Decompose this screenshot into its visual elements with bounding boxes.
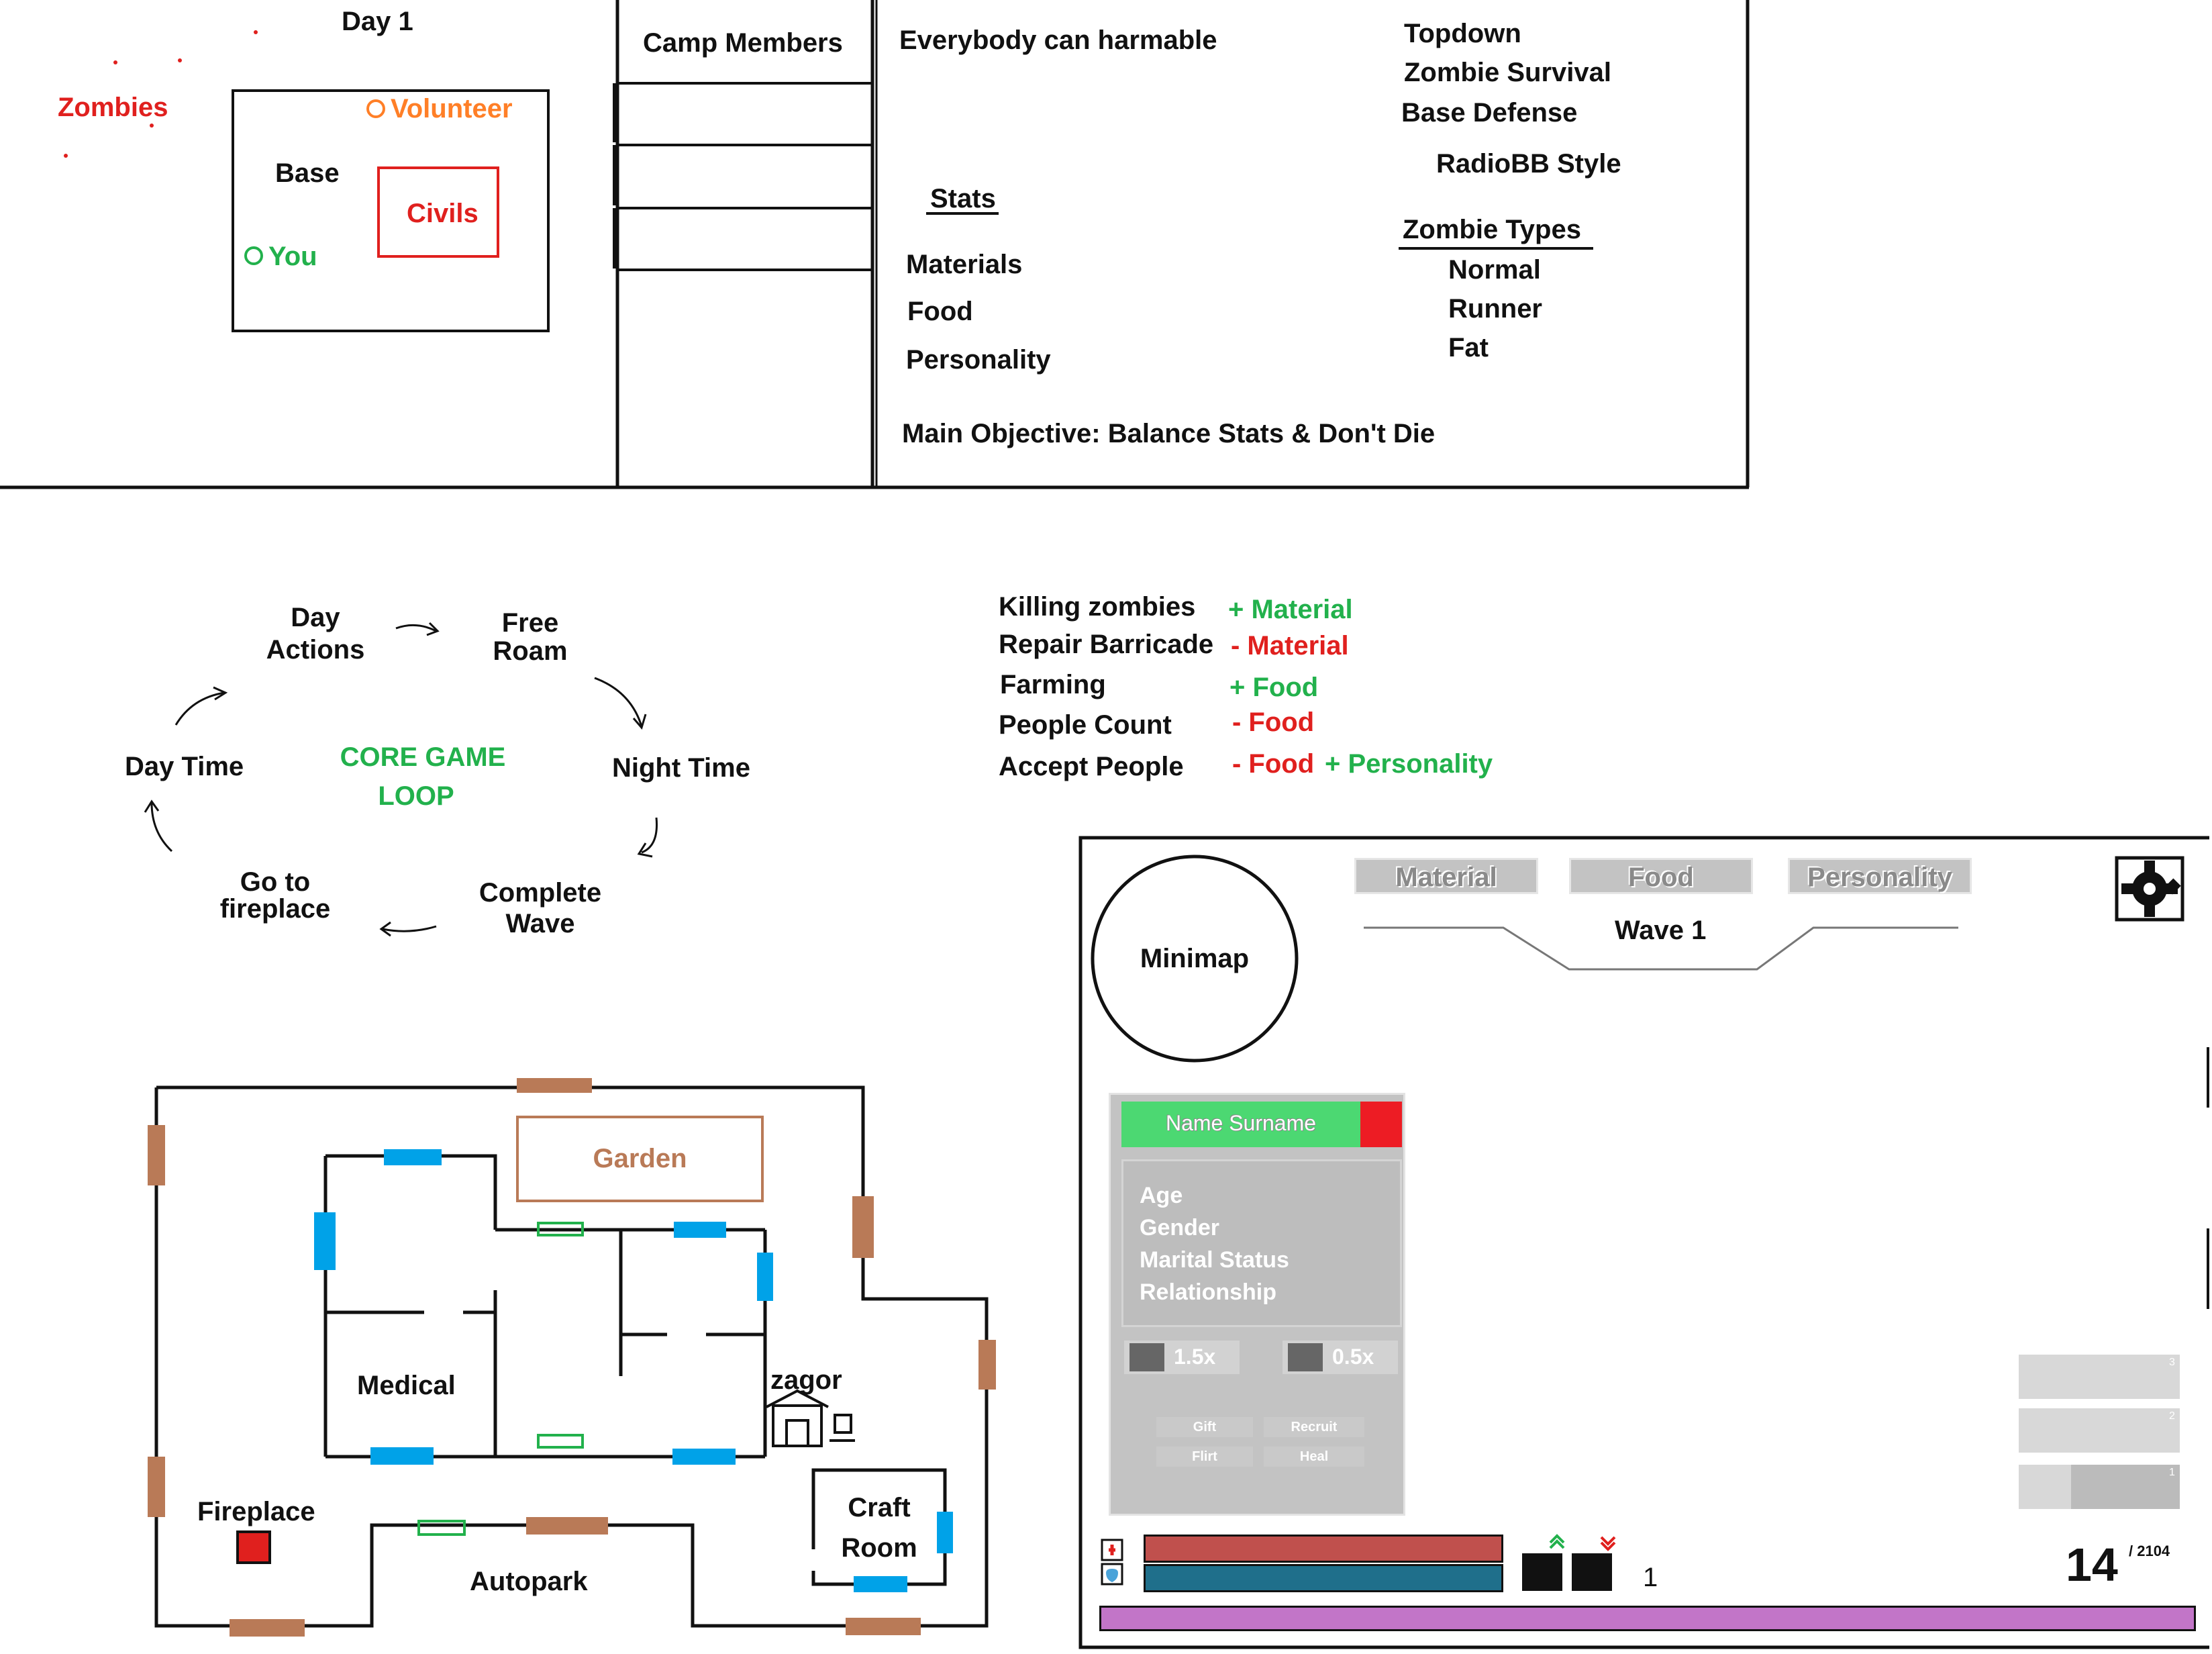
person-name: Name Surname bbox=[1165, 1111, 1317, 1135]
complete-wave-line2: Wave bbox=[505, 909, 575, 938]
stat-tab-food-label: Food bbox=[1628, 863, 1694, 892]
shield-bar bbox=[1144, 1564, 1503, 1592]
econ-effect: + Material bbox=[1228, 595, 1353, 624]
buff-icon bbox=[1522, 1553, 1562, 1591]
weapon-slot-pistol[interactable]: 1 bbox=[2019, 1465, 2180, 1509]
night-time-label: Night Time bbox=[612, 753, 750, 783]
weapon-slot-number: 2 bbox=[2169, 1410, 2175, 1422]
civils-label: Civils bbox=[407, 199, 479, 228]
fireplace-label: Fireplace bbox=[197, 1497, 315, 1526]
zombie-type-normal: Normal bbox=[1448, 255, 1541, 285]
stat-materials: Materials bbox=[906, 250, 1023, 279]
craft-room-line1: Craft bbox=[848, 1493, 911, 1522]
go-fireplace-line2: fireplace bbox=[219, 894, 331, 924]
genre-topdown: Topdown bbox=[1404, 19, 1521, 48]
multiplier-up-value: 1.5x bbox=[1174, 1345, 1216, 1369]
loop-center-line1: CORE GAME bbox=[340, 742, 506, 772]
day-time-label: Day Time bbox=[125, 752, 244, 781]
free-roam-line2: Roam bbox=[493, 636, 568, 666]
complete-wave-line1: Complete bbox=[479, 878, 602, 908]
gift-button[interactable]: Gift bbox=[1156, 1417, 1253, 1437]
econ-action: Killing zombies bbox=[999, 592, 1196, 622]
camp-members-title: Camp Members bbox=[643, 28, 843, 58]
genre-zombie-survival: Zombie Survival bbox=[1404, 58, 1611, 87]
name-bar: Name Surname bbox=[1121, 1102, 1360, 1147]
ammo-count: 14 bbox=[2066, 1539, 2118, 1591]
recruit-button[interactable]: Recruit bbox=[1264, 1417, 1364, 1437]
weapon-slot-number: 3 bbox=[2169, 1357, 2175, 1368]
econ-action: Accept People bbox=[999, 752, 1184, 781]
econ-action: Repair Barricade bbox=[999, 630, 1214, 659]
stat-tab-material-label: Material bbox=[1395, 863, 1497, 892]
harm-note: Everybody can harmable bbox=[899, 26, 1217, 55]
econ-effect: + Personality bbox=[1325, 749, 1493, 779]
heal-button[interactable]: Heal bbox=[1264, 1447, 1364, 1467]
stat-tab-material[interactable]: Material bbox=[1354, 858, 1538, 894]
weapon-slot-shotgun[interactable]: 2 bbox=[2019, 1408, 2180, 1453]
econ-effect: - Food bbox=[1232, 708, 1315, 737]
multiplier-up: 1.5x bbox=[1124, 1341, 1240, 1374]
genre-base-defense: Base Defense bbox=[1401, 98, 1578, 128]
econ-effect: - Material bbox=[1231, 631, 1349, 661]
stats-title: Stats bbox=[930, 184, 996, 213]
loop-center-line2: LOOP bbox=[378, 781, 454, 811]
health-bar bbox=[1144, 1535, 1503, 1563]
main-objective: Main Objective: Balance Stats & Don't Di… bbox=[902, 419, 1436, 448]
zagor-label: zagor bbox=[770, 1365, 842, 1395]
effect-count: 1 bbox=[1643, 1563, 1658, 1592]
you-label: You bbox=[268, 242, 317, 271]
base-label: Base bbox=[275, 158, 340, 188]
stat-food: Food bbox=[907, 297, 973, 326]
info-panel: Age Gender Marital Status Relationship bbox=[1121, 1159, 1402, 1327]
zombie-type-runner: Runner bbox=[1448, 294, 1542, 324]
autopark-label: Autopark bbox=[470, 1567, 588, 1596]
wave-label: Wave 1 bbox=[1615, 916, 1707, 945]
econ-action: Farming bbox=[1000, 670, 1106, 699]
zombie-types-title: Zombie Types bbox=[1403, 215, 1581, 244]
info-age: Age bbox=[1140, 1183, 1183, 1208]
multiplier-down-value: 0.5x bbox=[1332, 1345, 1374, 1369]
day-actions-line2: Actions bbox=[266, 635, 365, 665]
minimap[interactable]: Minimap bbox=[1140, 944, 1250, 973]
person-card: Name Surname Age Gender Marital Status R… bbox=[1109, 1093, 1405, 1516]
go-fireplace-line1: Go to bbox=[240, 867, 311, 897]
info-relationship: Relationship bbox=[1140, 1279, 1277, 1305]
debuff-icon bbox=[1572, 1553, 1612, 1591]
weapon-slot-rifle[interactable]: 3 bbox=[2019, 1355, 2180, 1399]
zombie-type-fat: Fat bbox=[1448, 333, 1489, 362]
multiplier-down: 0.5x bbox=[1283, 1341, 1398, 1374]
info-gender: Gender bbox=[1140, 1215, 1220, 1240]
close-icon[interactable] bbox=[1360, 1102, 1402, 1147]
day-label: Day 1 bbox=[342, 7, 413, 36]
food-icon bbox=[1129, 1343, 1164, 1371]
flirt-button[interactable]: Flirt bbox=[1156, 1447, 1253, 1467]
stat-tab-personality[interactable]: Personality bbox=[1788, 858, 1972, 894]
selected-slot-highlight bbox=[2071, 1465, 2180, 1509]
free-roam-line1: Free bbox=[501, 608, 559, 638]
xp-bar bbox=[1099, 1606, 2196, 1631]
craft-room-line2: Room bbox=[841, 1533, 917, 1563]
medical-label: Medical bbox=[357, 1371, 456, 1400]
ammo-total: / 2104 bbox=[2129, 1543, 2170, 1559]
weapon-slot-number: 1 bbox=[2169, 1467, 2175, 1478]
style-note: RadioBB Style bbox=[1436, 149, 1621, 179]
food-icon bbox=[1288, 1343, 1323, 1371]
volunteer-label: Volunteer bbox=[391, 94, 513, 124]
zombies-label: Zombies bbox=[58, 93, 168, 122]
garden-label: Garden bbox=[593, 1144, 687, 1173]
gear-icon[interactable] bbox=[2117, 858, 2182, 920]
stat-tab-food[interactable]: Food bbox=[1569, 858, 1753, 894]
stat-tab-personality-label: Personality bbox=[1807, 863, 1952, 892]
day-actions-line1: Day bbox=[291, 603, 340, 632]
econ-effect: - Food bbox=[1232, 749, 1315, 779]
econ-action: People Count bbox=[999, 710, 1172, 740]
stat-personality: Personality bbox=[906, 345, 1051, 375]
econ-effect: + Food bbox=[1229, 673, 1319, 702]
info-marital-status: Marital Status bbox=[1140, 1247, 1289, 1273]
